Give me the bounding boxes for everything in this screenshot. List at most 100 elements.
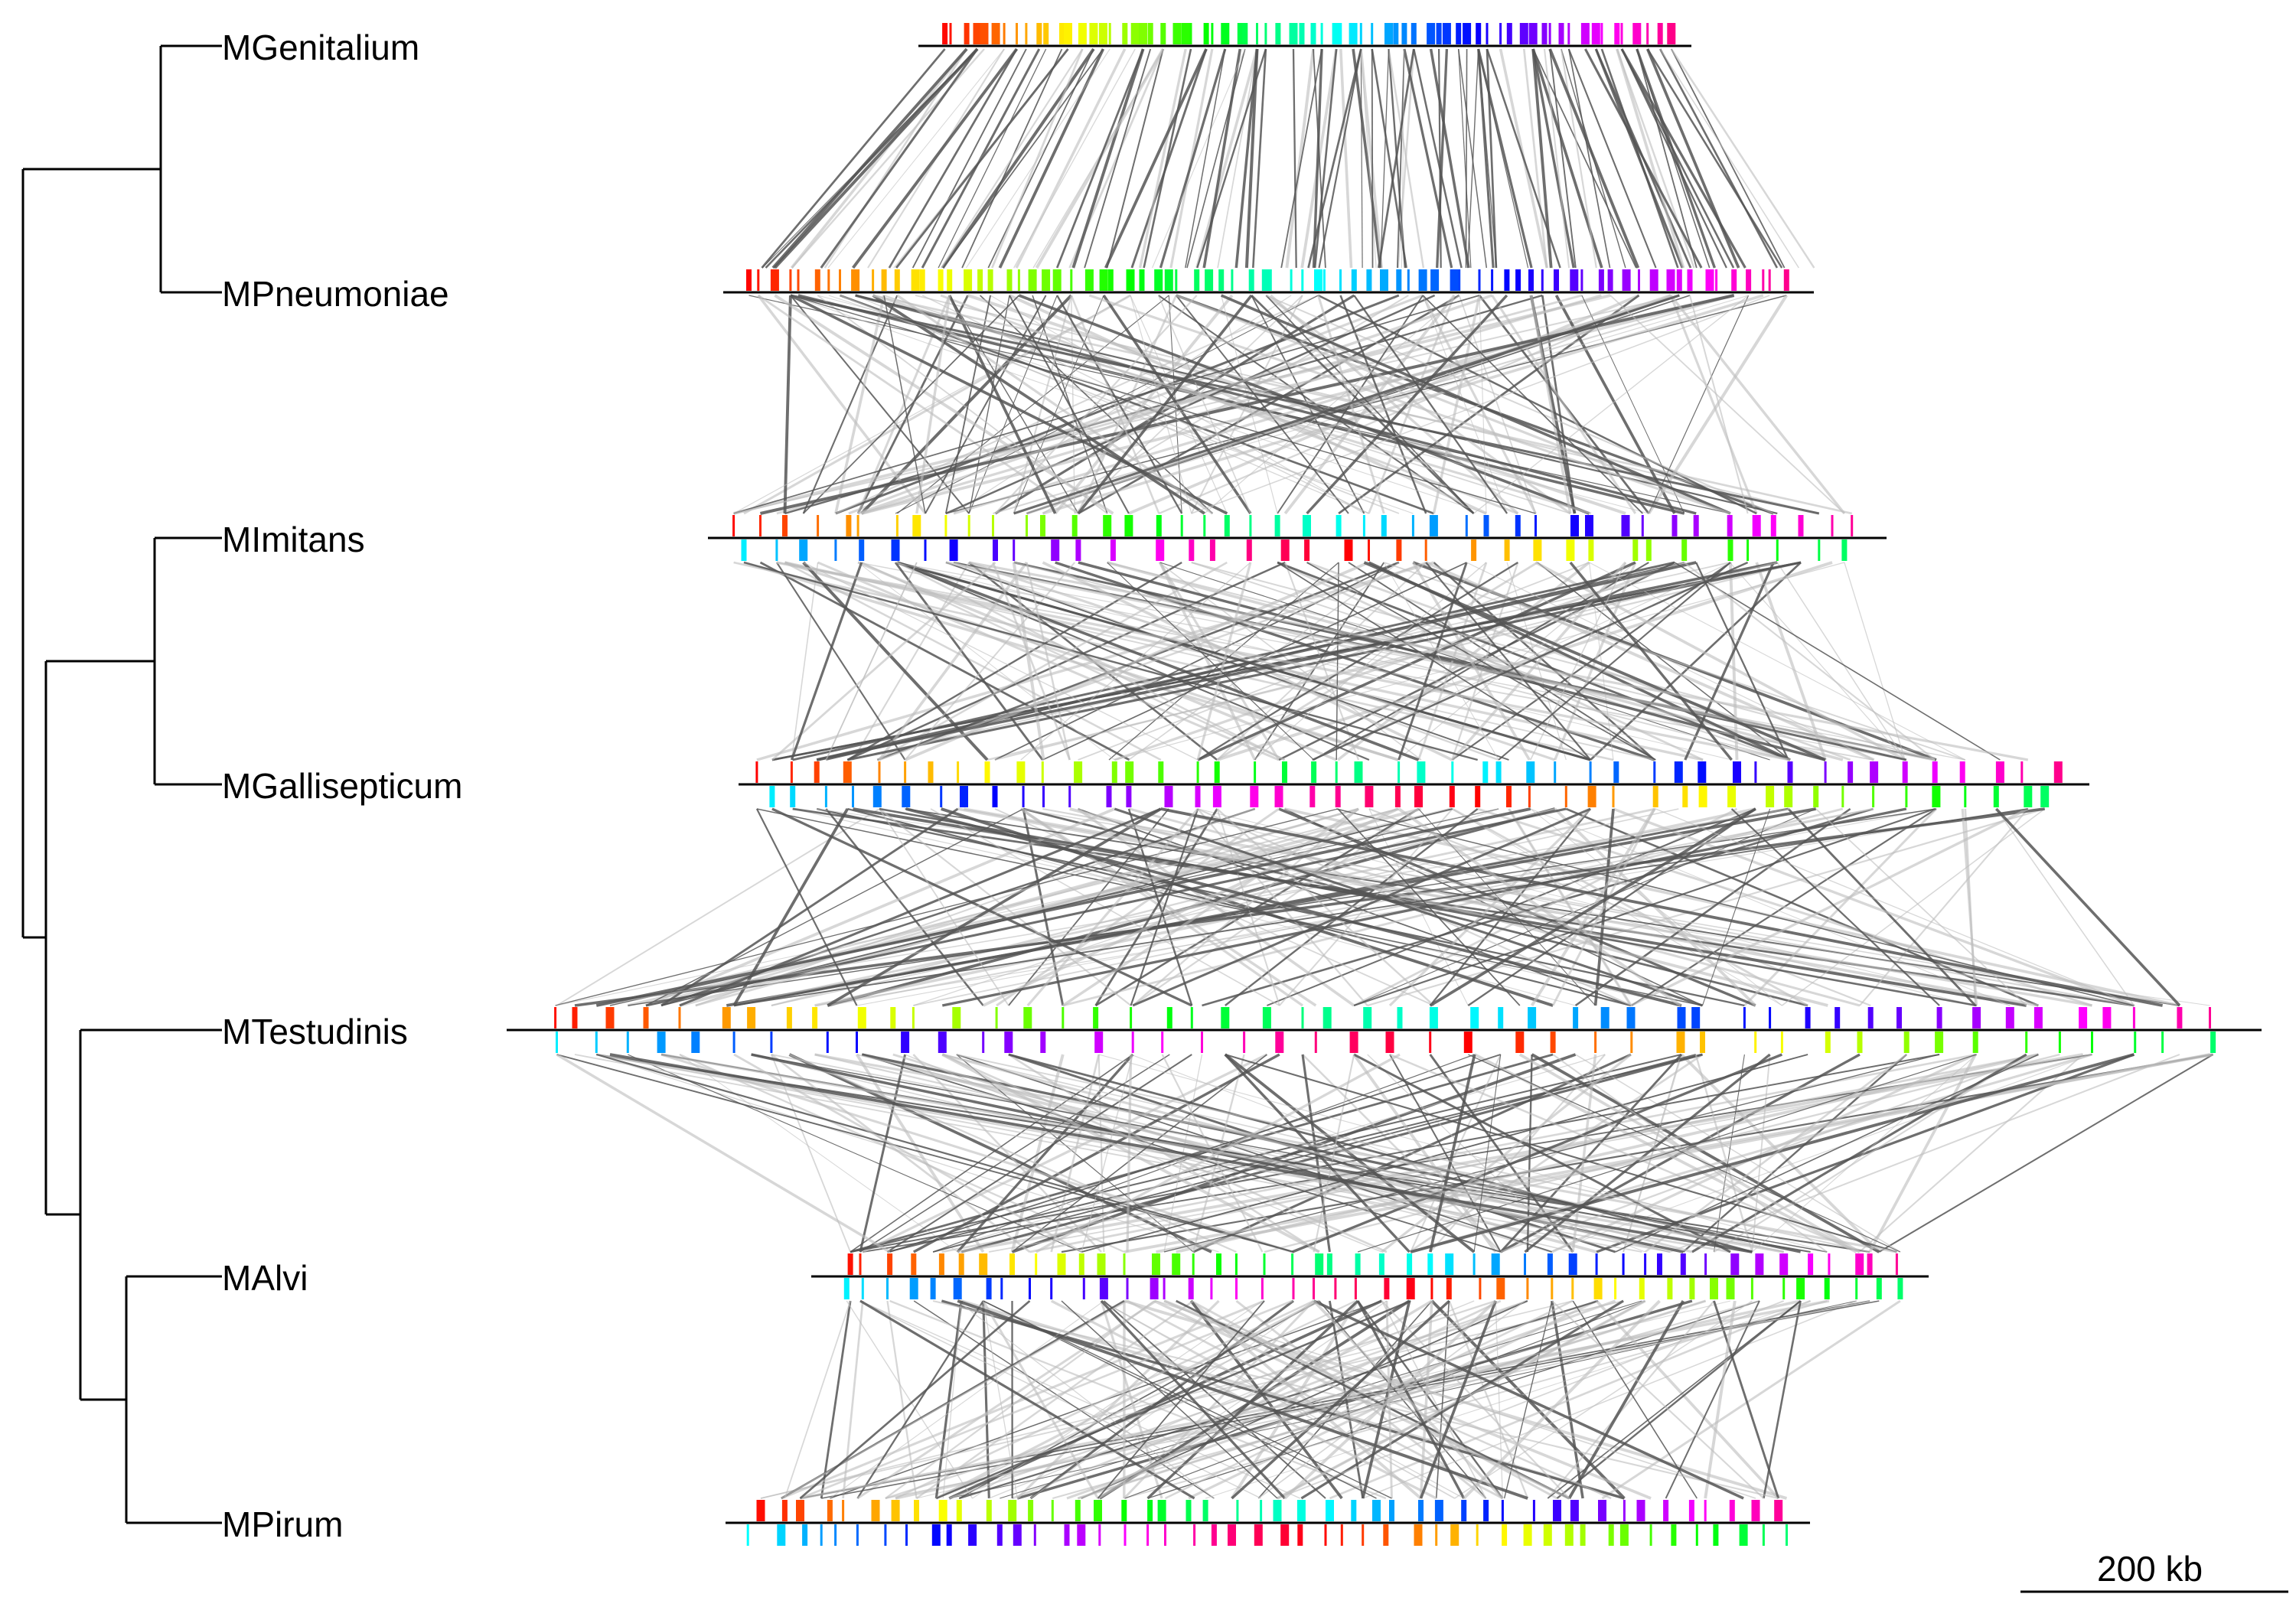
syntenic-block (1710, 1278, 1718, 1299)
syntenic-block (2024, 786, 2033, 807)
syntenic-block (1123, 1253, 1126, 1275)
synteny-link (1283, 1299, 1497, 1500)
synteny-link (878, 561, 1028, 761)
syntenic-block (1362, 515, 1365, 536)
syntenic-block (1383, 1524, 1389, 1546)
synteny-link (645, 808, 1024, 1006)
synteny-link (781, 1299, 1265, 1500)
syntenic-block (856, 1524, 859, 1546)
syntenic-block (1445, 1253, 1454, 1275)
syntenic-block (1254, 761, 1257, 783)
synteny-link (953, 294, 1680, 515)
syntenic-block (1600, 23, 1603, 44)
synteny-link (751, 1054, 1828, 1253)
syntenic-block (820, 1524, 823, 1546)
synteny-link (992, 562, 1071, 761)
synteny-link (660, 1053, 1293, 1253)
syntenic-block (960, 786, 968, 807)
syntenic-block (1349, 1032, 1358, 1053)
syntenic-block (1221, 23, 1230, 44)
syntenic-block (1451, 761, 1454, 783)
synteny-link (783, 295, 792, 514)
syntenic-block (1064, 23, 1072, 44)
syntenic-block (973, 23, 982, 44)
syntenic-block (834, 1524, 837, 1546)
syntenic-block (1417, 761, 1426, 783)
syntenic-block (1607, 269, 1613, 291)
synteny-link (1713, 1300, 1780, 1499)
syntenic-block (958, 1253, 964, 1275)
synteny-link (912, 48, 1027, 269)
synteny-link (759, 561, 1130, 761)
synteny-link (1704, 1300, 1737, 1499)
synteny-link (1408, 1053, 1704, 1253)
synteny-link (1491, 295, 1637, 514)
syntenic-block (1029, 1278, 1031, 1299)
synteny-link (1252, 48, 1267, 269)
syntenic-block (1003, 23, 1006, 44)
synteny-link (850, 1053, 1554, 1253)
syntenic-block (1000, 1278, 1003, 1299)
synteny-link (1270, 294, 1519, 515)
syntenic-block (1495, 761, 1502, 783)
syntenic-block (861, 1278, 864, 1299)
syntenic-block (1042, 269, 1051, 291)
syntenic-block (1698, 786, 1707, 807)
syntenic-block (759, 515, 762, 536)
syntenic-block (1585, 515, 1593, 536)
synteny-link (1176, 295, 1349, 514)
syntenic-block (1936, 1007, 1942, 1028)
syntenic-block (1372, 1500, 1381, 1521)
syntenic-block (1614, 1278, 1617, 1299)
syntenic-block (1959, 761, 1965, 783)
synteny-link (1684, 562, 1936, 761)
syntenic-block (1385, 1032, 1394, 1053)
syntenic-block (1397, 761, 1401, 783)
synteny-link (1859, 808, 2029, 1006)
syntenic-block (1780, 1032, 1783, 1053)
syntenic-block (1043, 23, 1049, 44)
synteny-link (1383, 562, 1966, 761)
synteny-link (1081, 1299, 1502, 1500)
syntenic-block (1593, 1278, 1603, 1299)
syntenic-block (1195, 786, 1201, 807)
syntenic-block (2040, 786, 2050, 807)
synteny-link (1186, 48, 1246, 269)
syntenic-block (931, 1524, 941, 1546)
syntenic-block (1380, 269, 1388, 291)
syntenic-block (946, 1524, 952, 1546)
synteny-link (1468, 1054, 1901, 1253)
synteny-link (1359, 48, 1384, 269)
synteny-link (1292, 48, 1297, 269)
syntenic-block (887, 1253, 893, 1275)
syntenic-block (895, 515, 899, 536)
syntenic-block (1491, 269, 1494, 291)
synteny-link (1254, 562, 1487, 761)
syntenic-block (1309, 786, 1316, 807)
syntenic-block (826, 1032, 829, 1053)
syntenic-block (770, 1032, 773, 1053)
syntenic-block (691, 1032, 700, 1053)
syntenic-block (1551, 1278, 1554, 1299)
syntenic-block (732, 515, 735, 536)
synteny-link (1071, 48, 1145, 269)
syntenic-block (1077, 1524, 1086, 1546)
synteny-link (1671, 48, 1786, 269)
syntenic-block (1186, 1500, 1192, 1521)
synteny-link (982, 1300, 1099, 1499)
syntenic-block (2177, 1007, 2183, 1028)
syntenic-block (1450, 1524, 1459, 1546)
syntenic-block (1450, 269, 1459, 291)
syntenic-block (1580, 23, 1590, 44)
synteny-link (896, 562, 1370, 761)
syntenic-block (1564, 1524, 1574, 1546)
synteny-link (1032, 48, 1164, 269)
syntenic-block (886, 1278, 889, 1299)
syntenic-block (1040, 1032, 1046, 1053)
synteny-link (771, 47, 968, 269)
synteny-link (857, 562, 1115, 761)
syntenic-block (1378, 1253, 1384, 1275)
syntenic-block (1246, 539, 1252, 561)
syntenic-block (1320, 23, 1323, 44)
synteny-link (790, 294, 1228, 515)
